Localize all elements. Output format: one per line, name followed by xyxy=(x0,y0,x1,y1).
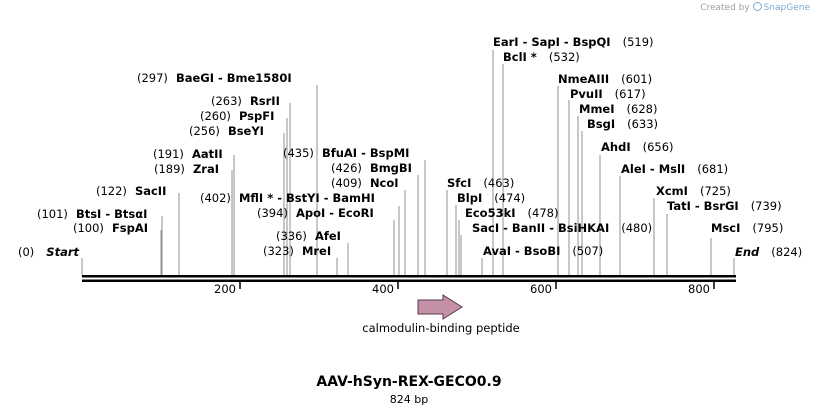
feature-arrow-icon xyxy=(417,294,463,320)
site-label[interactable]: EarI - SapI - BspQI(519) xyxy=(493,35,654,49)
site-labels: (0)Start End(824) (100)FspAI (101)BtsI -… xyxy=(18,35,802,259)
credit-brand: SnapGene xyxy=(763,3,810,13)
site-label[interactable]: (297)BaeGI - Bme1580I xyxy=(137,71,292,85)
feature-calmodulin-binding-peptide[interactable]: calmodulin-binding peptide xyxy=(362,294,520,335)
site-label[interactable]: (323)MreI xyxy=(263,244,331,258)
feature-label: calmodulin-binding peptide xyxy=(362,321,520,335)
site-label[interactable]: (122)SacII xyxy=(96,184,166,198)
site-label[interactable]: (263)RsrII xyxy=(211,94,280,108)
site-label[interactable]: BclI *(532) xyxy=(503,50,580,64)
site-label[interactable]: BsgI(633) xyxy=(587,117,658,131)
site-label[interactable]: (336)AfeI xyxy=(276,229,341,243)
site-label[interactable]: (100)FspAI xyxy=(73,221,148,235)
site-label[interactable]: MmeI(628) xyxy=(579,102,657,116)
site-label[interactable]: (394)ApoI - EcoRI xyxy=(257,206,374,220)
map-length: 824 bp xyxy=(389,393,429,406)
backbone-top-strand xyxy=(82,275,736,278)
ruler-label: 200 xyxy=(214,282,236,296)
ruler-label: 800 xyxy=(688,282,710,296)
snapgene-credit: Created by SnapGene xyxy=(700,2,810,13)
leader-lines xyxy=(81,50,735,276)
site-label[interactable]: Eco53kI(478) xyxy=(465,206,558,220)
site-label[interactable]: (435)BfuAI - BspMI xyxy=(283,146,409,160)
site-label[interactable]: TatI - BsrGI(739) xyxy=(667,199,782,213)
backbone-bottom-strand xyxy=(82,279,736,282)
site-label-end[interactable]: End(824) xyxy=(735,245,802,259)
site-label[interactable]: (426)BmgBI xyxy=(331,161,412,175)
snapgene-logo-icon xyxy=(752,2,762,11)
site-label-start[interactable]: (0)Start xyxy=(18,245,80,259)
site-label[interactable]: MscI(795) xyxy=(711,221,783,235)
credit-prefix: Created by xyxy=(700,3,750,13)
ruler-label: 400 xyxy=(372,282,394,296)
site-label[interactable]: (189)ZraI xyxy=(154,162,219,176)
site-label[interactable]: (256)BseYI xyxy=(189,124,264,138)
site-label[interactable]: SacI - BanII - BsiHKAI(480) xyxy=(472,221,652,235)
site-label[interactable]: BlpI(474) xyxy=(457,191,525,205)
site-label[interactable]: (191)AatII xyxy=(153,147,223,161)
map-title: AAV-hSyn-REX-GECO0.9 xyxy=(316,374,502,390)
site-label[interactable]: (260)PspFI xyxy=(200,109,274,123)
site-label[interactable]: AvaI - BsoBI(507) xyxy=(483,244,603,258)
site-label[interactable]: AhdI(656) xyxy=(601,140,674,154)
site-label[interactable]: AleI - MslI(681) xyxy=(621,162,728,176)
site-label[interactable]: XcmI(725) xyxy=(656,184,731,198)
site-label[interactable]: SfcI(463) xyxy=(447,176,514,190)
site-label[interactable]: (101)BtsI - BtsαI xyxy=(37,207,147,221)
ruler-label: 600 xyxy=(530,282,552,296)
site-label[interactable]: PvuII(617) xyxy=(570,87,646,101)
site-label[interactable]: NmeAIII(601) xyxy=(558,72,652,86)
site-label[interactable]: (409)NcoI xyxy=(331,176,399,190)
site-label[interactable]: (402)MflI * - BstYI - BamHI xyxy=(200,191,375,205)
ruler: 200 400 600 800 xyxy=(214,282,715,296)
